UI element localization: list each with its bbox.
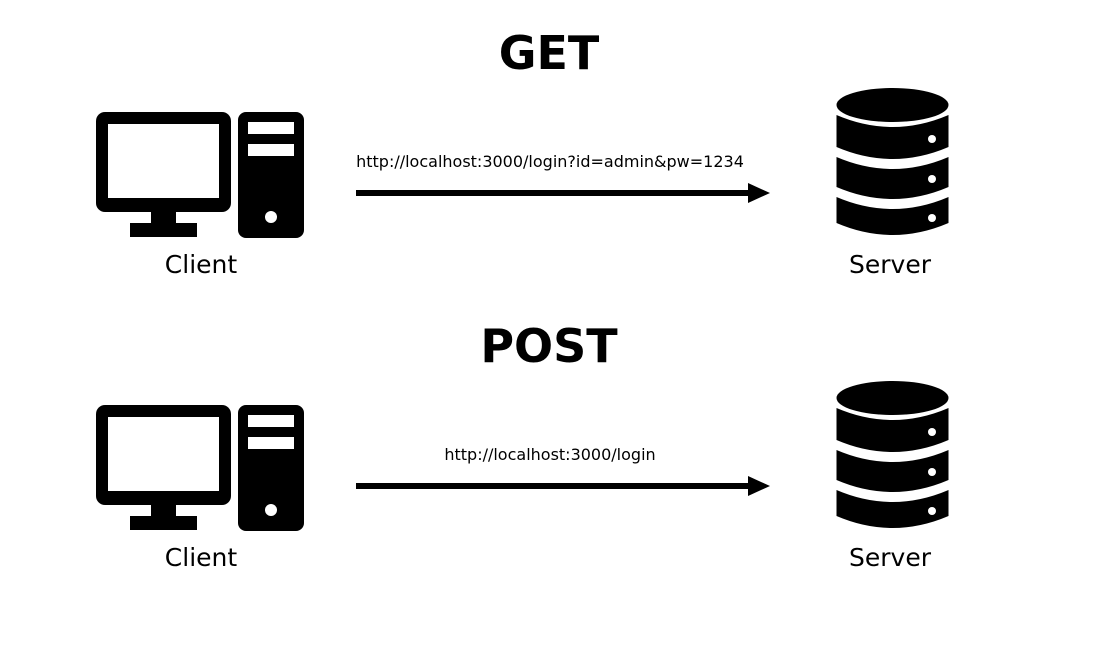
client-label: Client	[164, 543, 238, 572]
arrow-right-icon	[354, 473, 774, 499]
desktop-computer-icon	[96, 405, 304, 533]
section-title-get: GET	[498, 26, 600, 80]
request-url: http://localhost:3000/login?id=admin&pw=…	[356, 152, 744, 171]
get-section: GET Client http://localhost:3000/login?i…	[0, 0, 1098, 293]
post-section: POST Client http://localhost:3000/login	[0, 293, 1098, 586]
server-label: Server	[849, 250, 931, 279]
request-url: http://localhost:3000/login	[444, 445, 656, 464]
server-label: Server	[849, 543, 931, 572]
section-title-post: POST	[480, 319, 618, 373]
client-label: Client	[164, 250, 238, 279]
arrow-right-icon	[354, 180, 774, 206]
database-server-icon	[835, 87, 950, 241]
database-server-icon	[835, 380, 950, 534]
desktop-computer-icon	[96, 112, 304, 240]
